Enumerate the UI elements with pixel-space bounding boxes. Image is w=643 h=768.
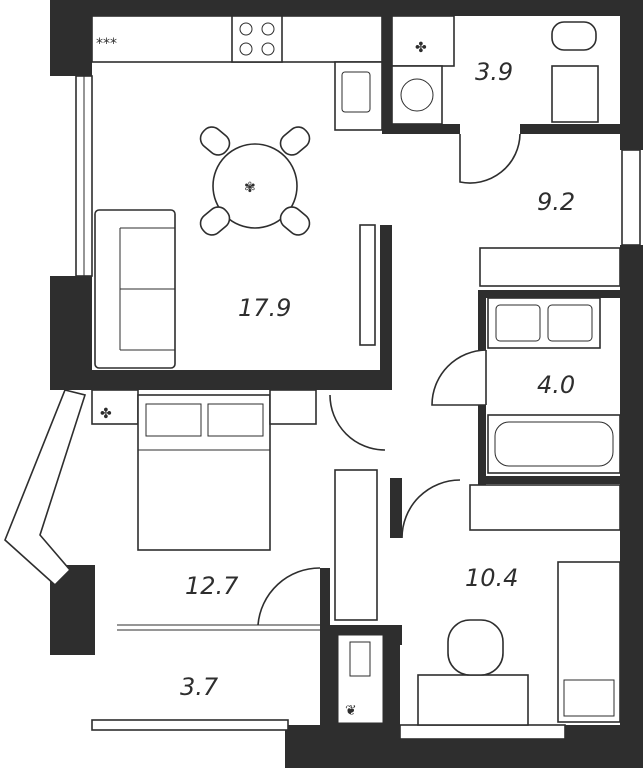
area-labels: 17.9 3.9 9.2 4.0 12.7 10.4 3.7 (180, 58, 575, 701)
bedroom-furniture: ✤ (91, 389, 317, 551)
dining-table-icon (212, 143, 298, 229)
toilet-icon (551, 21, 597, 51)
room-furniture: ❦ (345, 561, 621, 726)
area-bathroom: 4.0 (537, 371, 575, 399)
single-bed-icon (557, 561, 621, 723)
svg-text:✤: ✤ (415, 40, 427, 56)
area-hallway: 9.2 (537, 188, 575, 216)
svg-text:✾: ✾ (244, 180, 256, 196)
bathtub-icon (487, 414, 621, 474)
area-bedroom: 12.7 (185, 572, 239, 600)
area-room: 10.4 (465, 564, 518, 592)
area-bathroom-small: 3.9 (475, 58, 513, 86)
bathroom-fixtures (487, 297, 621, 474)
wardrobes (334, 247, 621, 621)
kitchen-furniture: *** ✾ (91, 15, 383, 369)
svg-text:❦: ❦ (345, 703, 357, 719)
doors (257, 133, 521, 626)
bath-sink-icon (551, 65, 599, 123)
svg-text:✤: ✤ (100, 406, 112, 422)
stove-icon (231, 15, 283, 63)
area-kitchen-living: 17.9 (238, 294, 291, 322)
bed-icon (137, 394, 271, 551)
desk-icon (417, 674, 529, 726)
area-balcony: 3.7 (180, 673, 219, 701)
bathroom-small-fixtures: ✤ (391, 15, 599, 125)
chair-icon (447, 619, 504, 676)
tv-icon (359, 224, 376, 346)
washing-machine-icon (391, 65, 443, 125)
hob-mark: *** (96, 36, 117, 52)
